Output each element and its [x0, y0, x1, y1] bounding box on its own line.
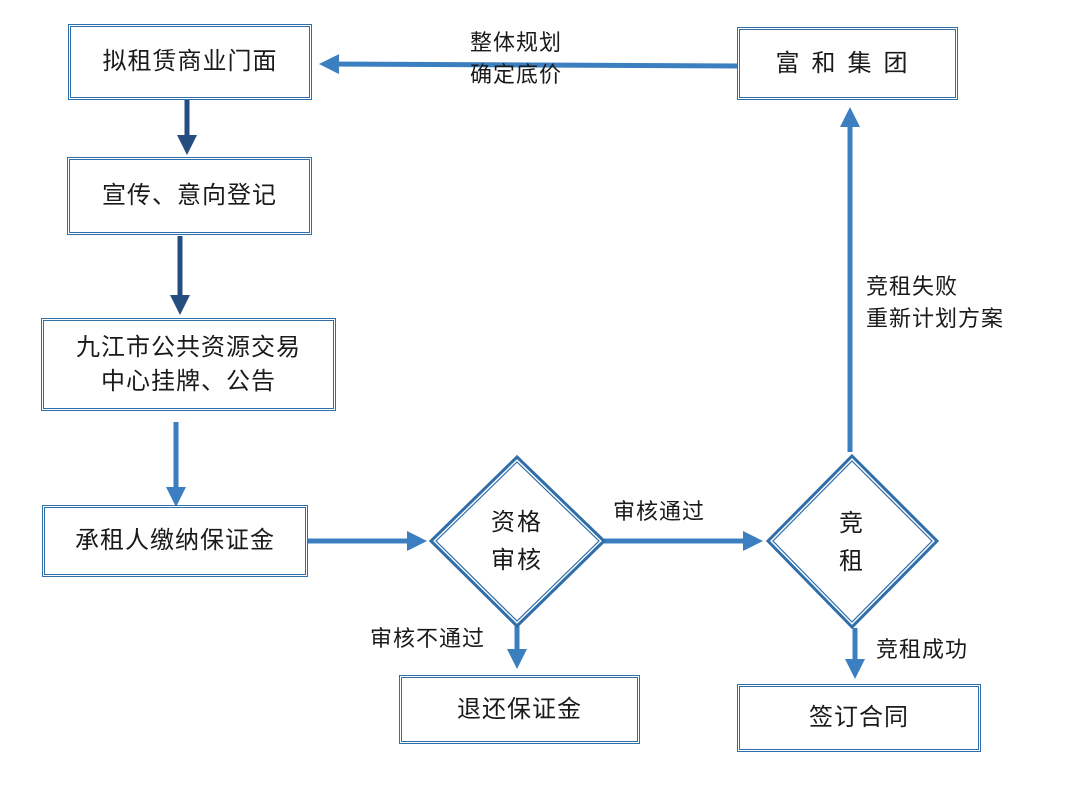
node-listing-line-2: 中心挂牌、公告: [101, 366, 276, 395]
review-line-2: 审核: [491, 546, 543, 574]
node-promotion: 宣传、意向登记: [67, 157, 312, 235]
edge-label-review-pass-text: 审核通过: [613, 500, 706, 525]
bidding-line-1: 竞: [839, 508, 865, 537]
edge-label-bid-success: 竞租成功: [876, 635, 968, 667]
node-group-label: 富和集团: [775, 48, 920, 77]
node-proposal: 拟租赁商业门面: [68, 24, 312, 100]
review-diamond-label: 资格 审核: [457, 501, 577, 581]
node-group: 富和集团: [737, 27, 958, 100]
bidding-diamond-label: 竞 租: [812, 500, 892, 584]
node-contract: 签订合同: [737, 684, 981, 752]
bidding-line-2: 租: [839, 547, 865, 575]
review-diamond-inner: [435, 461, 600, 622]
edge-label-bid-success-text: 竞租成功: [876, 638, 969, 663]
bidding-diamond: [765, 453, 940, 630]
edge-label-bid-fail-line-2: 重新计划方案: [866, 306, 1005, 332]
node-promotion-label: 宣传、意向登记: [102, 181, 277, 210]
node-refund-label: 退还保证金: [457, 694, 582, 723]
edge-label-review-fail-text: 审核不通过: [370, 627, 486, 652]
edge-label-bid-fail: 竞租失败 重新计划方案: [866, 272, 1004, 336]
arrow-group-to-proposal: [319, 54, 741, 75]
node-deposit: 承租人缴纳保证金: [42, 505, 308, 577]
bidding-diamond-inner: [772, 460, 933, 623]
edge-label-review-pass: 审核通过: [613, 497, 705, 529]
review-diamond: [428, 454, 607, 629]
edge-label-bid-fail-line-1: 竞租失败: [866, 275, 959, 300]
node-listing: 九江市公共资源交易 中心挂牌、公告: [41, 318, 336, 411]
node-refund: 退还保证金: [399, 675, 640, 744]
review-line-1: 资格: [491, 507, 543, 536]
edge-label-plan-line-1: 整体规划: [470, 31, 563, 56]
edge-label-plan-line-2: 确定底价: [470, 62, 563, 88]
node-contract-label: 签订合同: [809, 703, 909, 732]
node-deposit-label: 承租人缴纳保证金: [75, 526, 275, 555]
edge-label-review-fail: 审核不通过: [370, 624, 485, 656]
edge-label-plan: 整体规划 确定底价: [470, 28, 562, 92]
node-listing-line-1: 九江市公共资源交易: [76, 332, 301, 361]
node-proposal-label: 拟租赁商业门面: [102, 47, 278, 76]
